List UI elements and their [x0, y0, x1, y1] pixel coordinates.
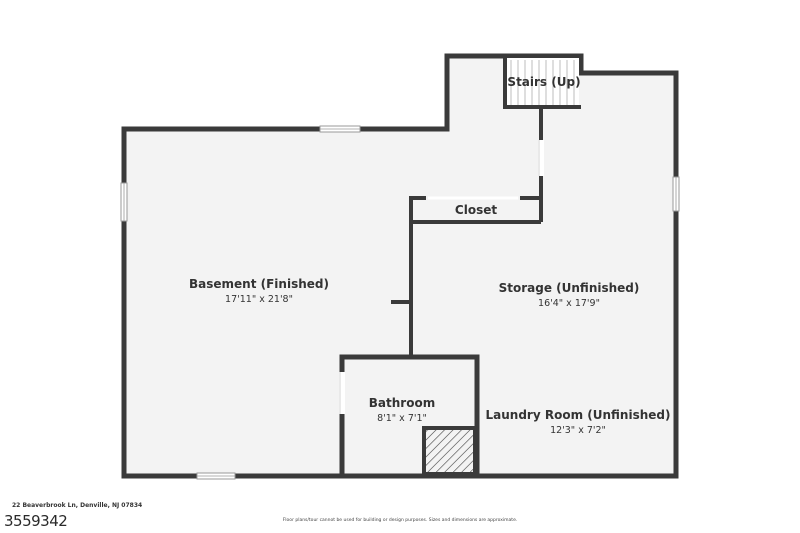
basement-dimensions: 17'11" x 21'8" — [225, 294, 293, 305]
bathroom-dimensions: 8'1" x 7'1" — [377, 413, 427, 424]
utility-chase — [422, 426, 477, 476]
exterior-wall — [121, 53, 679, 479]
closet-label: Closet — [455, 203, 497, 217]
property-address: 22 Beaverbrook Ln, Denville, NJ 07834 — [12, 502, 143, 509]
stairs-label: Stairs (Up) — [507, 75, 580, 89]
laundry-dimensions: 12'3" x 7'2" — [550, 425, 606, 436]
door-opening — [339, 372, 345, 414]
bathroom-label: Bathroom — [369, 396, 435, 410]
basement-label: Basement (Finished) — [189, 277, 329, 291]
disclaimer: Floor plans/tour cannot be used for buil… — [282, 518, 518, 523]
windows — [120, 125, 680, 480]
storage-label: Storage (Unfinished) — [499, 281, 640, 295]
stairs — [503, 56, 581, 109]
storage-dimensions: 16'4" x 17'9" — [538, 298, 600, 309]
bathroom-wall — [339, 354, 480, 476]
door-opening — [538, 140, 544, 176]
listing-id: 3559342 — [4, 512, 68, 530]
laundry-label: Laundry Room (Unfinished) — [486, 408, 671, 422]
